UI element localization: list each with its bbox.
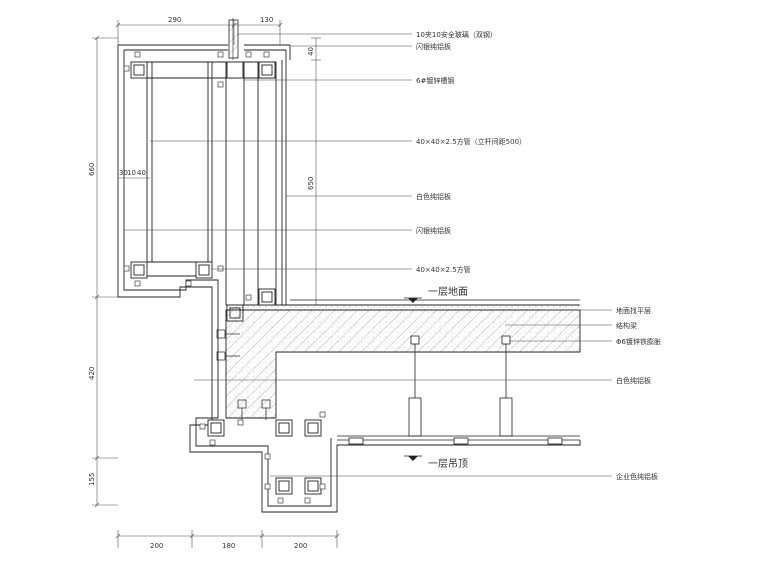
dimension-lines xyxy=(92,20,340,548)
ceiling-level-label: 一层吊顶 xyxy=(428,458,468,470)
dim-155: 155 xyxy=(88,473,96,486)
dim-40-small: 40 xyxy=(137,169,146,177)
square-tubes xyxy=(130,61,322,495)
ceiling-line xyxy=(337,435,580,461)
glass-pane xyxy=(228,18,239,60)
note-corp-panel: 企业色纯铝板 xyxy=(616,472,658,481)
note-bolt: Φ6镀锌铁膨胀 xyxy=(616,337,661,346)
note-white-panel-a: 白色纯铝板 xyxy=(416,192,451,201)
note-glass: 10夹10安全玻璃（双钢） xyxy=(416,30,497,39)
dim-200-b: 200 xyxy=(294,542,307,550)
dim-30: 30 xyxy=(119,169,128,177)
note-square-tube: 40×40×2.5方管 xyxy=(416,265,471,274)
dim-660: 660 xyxy=(88,163,96,176)
dim-200-a: 200 xyxy=(150,542,163,550)
fixing-plates xyxy=(123,51,326,504)
floor-level-label: 一层地面 xyxy=(428,285,468,298)
note-leveling: 地面找平层 xyxy=(616,306,651,315)
note-square-tube-post: 40×40×2.5方管（立杆间距500） xyxy=(416,137,526,146)
dim-40-gap: 40 xyxy=(307,47,315,56)
annotation-labels: 10夹10安全玻璃（双钢） 闪银纯铝板 6#镀锌槽钢 40×40×2.5方管（立… xyxy=(416,30,661,481)
floor-line xyxy=(290,297,580,303)
leader-lines xyxy=(124,33,612,477)
upper-panel xyxy=(117,44,581,513)
dim-650: 650 xyxy=(307,177,315,190)
dim-420: 420 xyxy=(88,367,96,380)
note-beam: 结构梁 xyxy=(616,321,637,330)
dim-180: 180 xyxy=(222,542,235,550)
anchor-bolts xyxy=(216,329,271,420)
dim-130: 130 xyxy=(260,16,273,24)
dim-10: 10 xyxy=(127,169,136,177)
dim-290: 290 xyxy=(168,16,181,24)
note-titanium-top: 闪银纯铝板 xyxy=(416,42,451,51)
note-channel-steel: 6#镀锌槽钢 xyxy=(416,76,454,85)
structural-beam xyxy=(225,306,581,419)
note-white-panel-b: 白色纯铝板 xyxy=(616,376,651,385)
dimension-labels: 290 130 40 650 660 420 155 30 10 40 200 … xyxy=(88,16,315,550)
note-titanium-mid: 闪银纯铝板 xyxy=(416,226,451,235)
